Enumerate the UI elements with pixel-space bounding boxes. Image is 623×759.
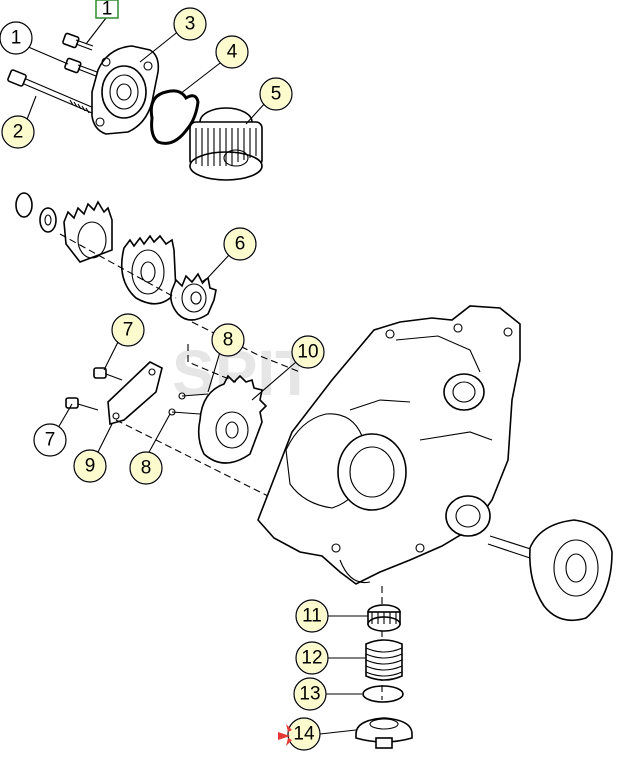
callout-12-label: 12 <box>301 648 322 669</box>
callout-11[interactable]: 11 <box>295 599 329 633</box>
idler-gear[interactable] <box>170 272 217 321</box>
bolt-short-lower[interactable] <box>64 57 98 77</box>
callout-8-lower-label: 8 <box>141 458 152 479</box>
callout-7-lower-label: 7 <box>45 430 56 451</box>
oil-strainer[interactable] <box>367 604 401 632</box>
callout-6-label: 6 <box>235 234 246 255</box>
callout-7-upper[interactable]: 7 <box>111 313 145 347</box>
assembly-line-pump-1 <box>115 419 269 497</box>
callout-11-label: 11 <box>302 606 322 627</box>
pump-bolt-lower[interactable] <box>65 397 99 411</box>
callout-13[interactable]: 13 <box>293 677 327 711</box>
assembly-line-gears <box>59 233 177 299</box>
callout-7-upper-label: 7 <box>123 320 134 341</box>
callout-1-label: 1 <box>11 28 22 49</box>
leader-lines <box>25 17 368 735</box>
callout-10[interactable]: 10 <box>291 335 325 369</box>
callout-9-label: 9 <box>85 456 96 477</box>
callout-4[interactable]: 4 <box>215 35 249 69</box>
assembly-line-pump-2 <box>187 344 237 383</box>
oil-filter-element[interactable] <box>189 107 263 181</box>
callout-8-lower[interactable]: 8 <box>129 451 163 485</box>
callout-1-top[interactable]: 1 <box>95 0 119 20</box>
oil-pump-gear[interactable] <box>197 374 268 464</box>
callout-4-label: 4 <box>227 42 238 63</box>
pump-bolt-upper[interactable] <box>93 367 123 381</box>
crankshaft-flywheel[interactable] <box>487 519 613 622</box>
bolt-long[interactable] <box>7 69 95 114</box>
callout-1-top-label: 1 <box>102 0 113 20</box>
callout-10-label: 10 <box>297 342 318 363</box>
oil-filter-o-ring[interactable] <box>149 89 200 145</box>
callout-3[interactable]: 3 <box>173 7 207 41</box>
pump-screws[interactable] <box>168 392 209 416</box>
drain-plug[interactable] <box>355 717 413 749</box>
oil-filter-cover[interactable] <box>91 45 160 135</box>
callout-7-lower[interactable]: 7 <box>33 423 67 457</box>
bolt-short-upper[interactable] <box>62 32 94 51</box>
drain-plug-o-ring[interactable] <box>362 685 404 703</box>
callout-14-label: 14 <box>293 724 315 745</box>
callout-13-label: 13 <box>299 684 320 705</box>
callout-12[interactable]: 12 <box>295 641 329 675</box>
callout-6[interactable]: 6 <box>223 227 257 261</box>
callout-9[interactable]: 9 <box>73 449 107 483</box>
shaft-washers <box>15 192 57 233</box>
callout-14[interactable]: 14 <box>287 717 321 751</box>
drain-spring[interactable] <box>365 639 403 681</box>
selection-marker-icon <box>278 724 292 746</box>
callout-2-label: 2 <box>13 122 24 143</box>
callout-3-label: 3 <box>185 14 196 35</box>
drive-gear-small[interactable] <box>63 200 113 263</box>
callout-2[interactable]: 2 <box>1 115 35 149</box>
callout-8-upper[interactable]: 8 <box>211 323 245 357</box>
drive-gear-large[interactable] <box>120 234 177 305</box>
pump-bracket-plate[interactable] <box>107 361 163 426</box>
callout-8-upper-label: 8 <box>223 330 234 351</box>
callout-1[interactable]: 1 <box>0 21 33 55</box>
callout-5[interactable]: 5 <box>259 77 293 111</box>
crankcase-half[interactable] <box>257 305 521 585</box>
callout-5-label: 5 <box>271 84 282 105</box>
